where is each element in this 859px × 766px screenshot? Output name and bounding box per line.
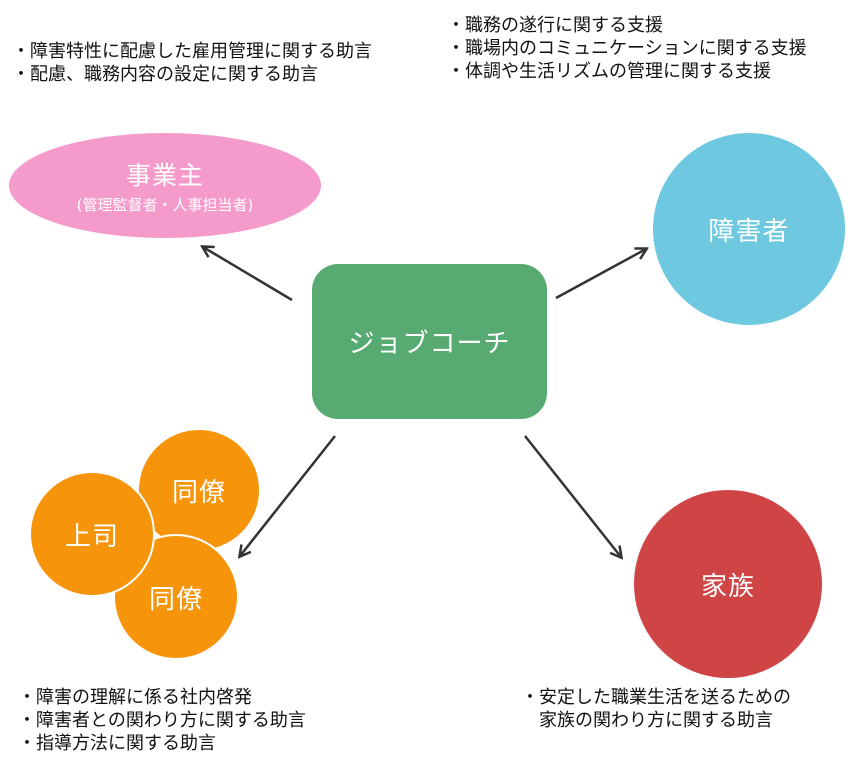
family-notes: 安定した職業生活を送るための 家族の関わり方に関する助言 [521, 686, 791, 732]
coworkers-notes: 障害の理解に係る社内啓発 障害者との関わり方に関する助言 指導方法に関する助言 [18, 686, 306, 755]
note-item: 障害の理解に係る社内啓発 [18, 686, 306, 709]
note-item: 配慮、職務内容の設定に関する助言 [12, 63, 372, 86]
note-item: 指導方法に関する助言 [18, 732, 306, 755]
boss-circle: 上司 [29, 471, 155, 597]
note-item: 障害特性に配慮した雇用管理に関する助言 [12, 40, 372, 63]
note-item: 職務の遂行に関する支援 [447, 14, 807, 37]
family-node: 家族 [634, 490, 822, 678]
disabled-label: 障害者 [708, 216, 790, 247]
employer-notes: 障害特性に配慮した雇用管理に関する助言 配慮、職務内容の設定に関する助言 [12, 40, 372, 86]
note-item: 障害者との関わり方に関する助言 [18, 709, 306, 732]
note-item: 体調や生活リズムの管理に関する支援 [447, 60, 807, 83]
family-label: 家族 [700, 571, 755, 602]
colleague-circle-top: 同僚 [137, 428, 261, 552]
note-item-continued: 家族の関わり方に関する助言 [539, 710, 773, 731]
colleague-label-bottom: 同僚 [148, 584, 203, 615]
arrow-to-coworkers [240, 435, 336, 556]
arrow-to-employer [203, 247, 293, 302]
note-item: 安定した職業生活を送るための [521, 686, 791, 709]
note-item: 職場内のコミュニケーションに関する支援 [447, 37, 807, 60]
employer-sublabel: (管理監督者・人事担当者) [76, 196, 254, 214]
employer-node: 事業主 (管理監督者・人事担当者) [9, 133, 321, 238]
employer-label: 事業主 [125, 161, 204, 190]
job-coach-label: ジョブコーチ [348, 329, 511, 359]
disabled-notes: 職務の遂行に関する支援 職場内のコミュニケーションに関する支援 体調や生活リズム… [447, 14, 807, 83]
disabled-node: 障害者 [653, 133, 845, 325]
arrow-to-disabled [555, 249, 646, 300]
job-coach-node: ジョブコーチ [312, 264, 547, 419]
boss-label: 上司 [64, 521, 119, 552]
arrow-to-family [524, 435, 621, 557]
colleague-label-top: 同僚 [171, 477, 226, 508]
